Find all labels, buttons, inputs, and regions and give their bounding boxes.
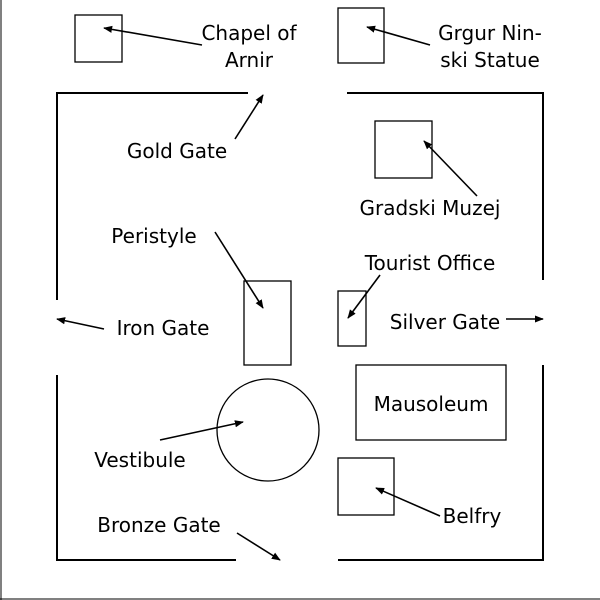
tourist-office-arrow: [347, 274, 381, 319]
bronze-gate-label: Bronze Gate: [97, 513, 220, 537]
iron-gate-arrow: [56, 317, 105, 330]
mausoleum-box: [355, 364, 507, 441]
peristyle-label: Peristyle: [111, 224, 196, 248]
palace-wall-north-west: [56, 92, 248, 300]
palace-wall-north-east: [347, 92, 544, 280]
belfry-label: Belfry: [443, 504, 502, 528]
vestibule-label: Vestibule: [94, 448, 185, 472]
peristyle-box: [243, 280, 292, 366]
chapel-of-arnir-label-line2: Arnir: [225, 48, 274, 72]
gradski-muzej-label: Gradski Muzej: [360, 196, 501, 220]
peristyle-arrow: [214, 231, 264, 309]
mausoleum-label: Mausoleum: [374, 392, 489, 416]
tourist-office-box: [337, 290, 367, 347]
grgur-ninski-statue-box: [337, 7, 385, 64]
chapel-of-arnir-label-line1: Chapel of: [201, 21, 297, 45]
grgur-ninski-label-line2: ski Statue: [440, 48, 540, 72]
belfry-arrow: [375, 487, 441, 517]
silver-gate-label: Silver Gate: [390, 310, 500, 334]
chapel-arrow: [103, 25, 203, 46]
gradski-muzej-box: [374, 120, 433, 179]
tourist-office-label: Tourist Office: [364, 251, 496, 275]
palace-wall-south-west: [56, 375, 236, 561]
gradski-muzej-arrow: [423, 140, 478, 197]
statue-arrow: [366, 25, 431, 46]
gold-gate-arrow: [234, 94, 264, 140]
vestibule-arrow: [159, 420, 244, 441]
chapel-of-arnir-box: [74, 14, 123, 63]
gold-gate-label: Gold Gate: [127, 139, 227, 163]
belfry-box: [337, 457, 395, 516]
iron-gate-label: Iron Gate: [117, 316, 210, 340]
palace-wall-south-east: [338, 365, 544, 561]
vestibule-circle: [216, 378, 320, 482]
grgur-ninski-label-line1: Grgur Nin-: [438, 21, 542, 45]
bronze-gate-arrow: [236, 532, 281, 561]
